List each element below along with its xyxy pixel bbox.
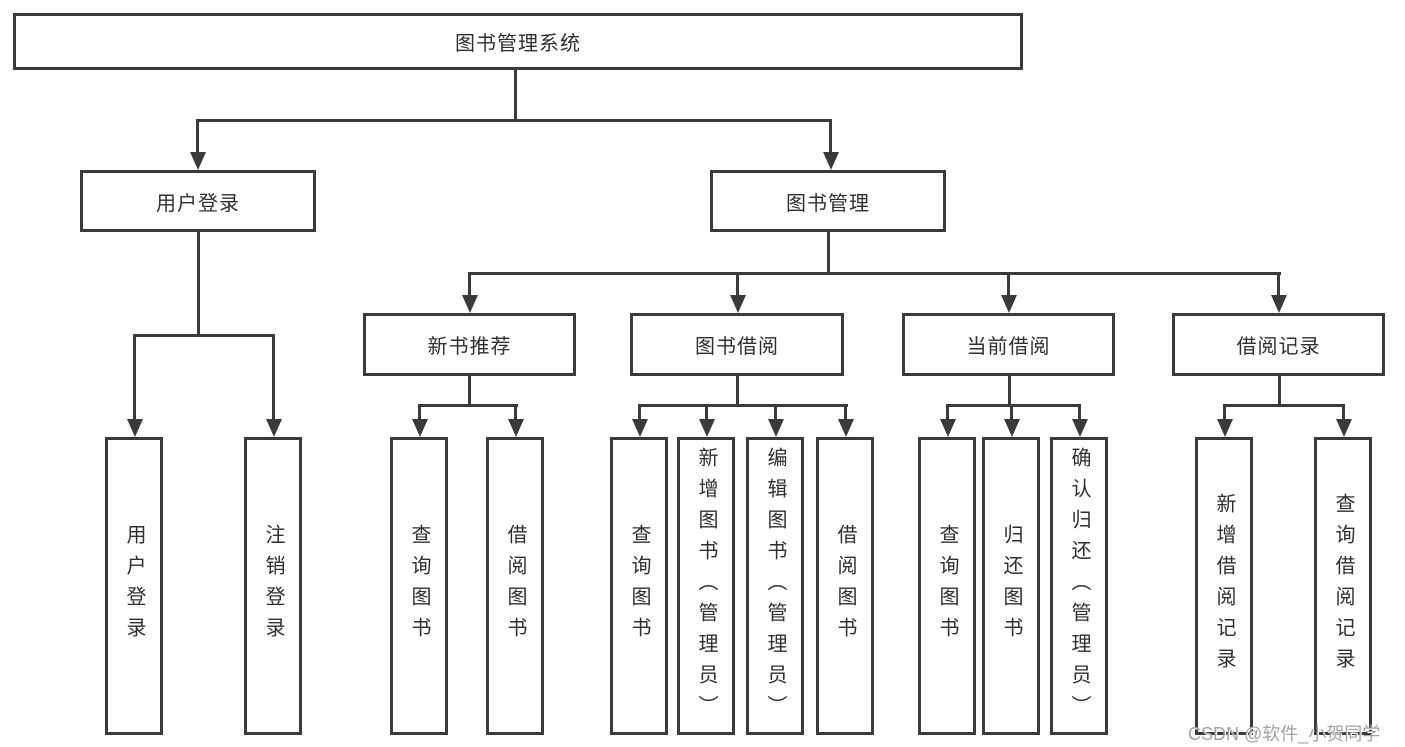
arrow-down-connector	[507, 404, 524, 437]
node-borrowing-records: 借阅记录	[1172, 313, 1385, 376]
connector-line	[197, 232, 200, 337]
connector-line	[1008, 376, 1011, 407]
leaf-edit-books-admin: 编辑图书（管理员）	[746, 437, 804, 735]
connector-line	[514, 70, 517, 122]
leaf-logout: 注销登录	[244, 437, 302, 735]
arrow-down-connector	[265, 334, 282, 437]
leaf-label: 借阅图书	[834, 524, 856, 648]
leaf-query-books-borrowing: 查询图书	[610, 437, 668, 735]
arrow-down-connector	[837, 404, 854, 437]
arrow-down-connector	[1335, 404, 1352, 437]
leaf-label: 借阅图书	[504, 524, 526, 648]
node-label: 当前借阅	[966, 336, 1051, 358]
leaf-label: 查询图书	[628, 524, 650, 648]
leaf-borrow-books: 借阅图书	[816, 437, 874, 735]
arrow-down-connector	[698, 404, 715, 437]
node-user-login: 用户登录	[80, 170, 316, 232]
arrow-down-connector	[189, 119, 206, 170]
leaf-label: 新增图书（管理员）	[695, 446, 717, 726]
arrow-down-connector	[1003, 404, 1020, 437]
node-label: 新书推荐	[427, 336, 512, 358]
node-new-book-recommendation: 新书推荐	[363, 313, 576, 376]
leaf-label: 注销登录	[262, 524, 284, 648]
leaf-user-login: 用户登录	[105, 437, 163, 735]
leaf-query-borrow-record: 查询借阅记录	[1314, 437, 1372, 735]
leaf-label: 用户登录	[123, 524, 145, 648]
leaf-query-books-current: 查询图书	[918, 437, 976, 735]
connector-line	[946, 404, 1081, 407]
node-label: 图书管理	[786, 192, 870, 215]
arrow-down-connector	[939, 404, 956, 437]
node-label: 图书管理系统	[455, 33, 581, 55]
arrow-down-connector	[767, 404, 784, 437]
connector-line	[638, 404, 848, 407]
connector-line	[1278, 376, 1281, 407]
connector-line	[468, 272, 1281, 275]
connector-line	[827, 232, 830, 275]
arrow-down-connector	[1270, 272, 1287, 313]
leaf-borrow-books-recommend: 借阅图书	[486, 437, 544, 735]
connector-line	[196, 119, 832, 122]
leaf-label: 查询图书	[936, 524, 958, 648]
arrow-down-connector	[1071, 404, 1088, 437]
leaf-label: 新增借阅记录	[1213, 493, 1235, 679]
arrow-down-connector	[1000, 272, 1017, 313]
arrow-down-connector	[631, 404, 648, 437]
connector-line	[736, 376, 739, 407]
leaf-query-books-recommend: 查询图书	[390, 437, 448, 735]
leaf-label: 确认归还（管理员）	[1068, 446, 1090, 726]
connector-line	[133, 334, 275, 337]
arrow-down-connector	[822, 119, 839, 170]
leaf-return-books: 归还图书	[982, 437, 1040, 735]
leaf-add-books-admin: 新增图书（管理员）	[677, 437, 735, 735]
leaf-label: 归还图书	[1000, 524, 1022, 648]
node-label: 用户登录	[156, 192, 240, 215]
node-library-management-system: 图书管理系统	[13, 13, 1023, 70]
node-label: 借阅记录	[1236, 336, 1321, 358]
leaf-label: 查询借阅记录	[1332, 493, 1354, 679]
arrow-down-connector	[729, 272, 746, 313]
connector-line	[468, 376, 471, 407]
arrow-down-connector	[126, 334, 143, 437]
node-book-borrowing: 图书借阅	[630, 313, 844, 376]
node-book-management: 图书管理	[710, 170, 946, 232]
leaf-add-borrow-record: 新增借阅记录	[1195, 437, 1253, 735]
node-label: 图书借阅	[695, 336, 779, 358]
connector-line	[418, 404, 518, 407]
connector-line	[1223, 404, 1345, 407]
leaf-label: 编辑图书（管理员）	[764, 446, 786, 726]
watermark: CSDN @软件_小贺同学	[1188, 724, 1381, 744]
leaf-confirm-return-admin: 确认归还（管理员）	[1050, 437, 1108, 735]
arrow-down-connector	[411, 404, 428, 437]
arrow-down-connector	[1216, 404, 1233, 437]
arrow-down-connector	[461, 272, 478, 313]
leaf-label: 查询图书	[408, 524, 430, 648]
node-current-borrowing: 当前借阅	[902, 313, 1115, 376]
